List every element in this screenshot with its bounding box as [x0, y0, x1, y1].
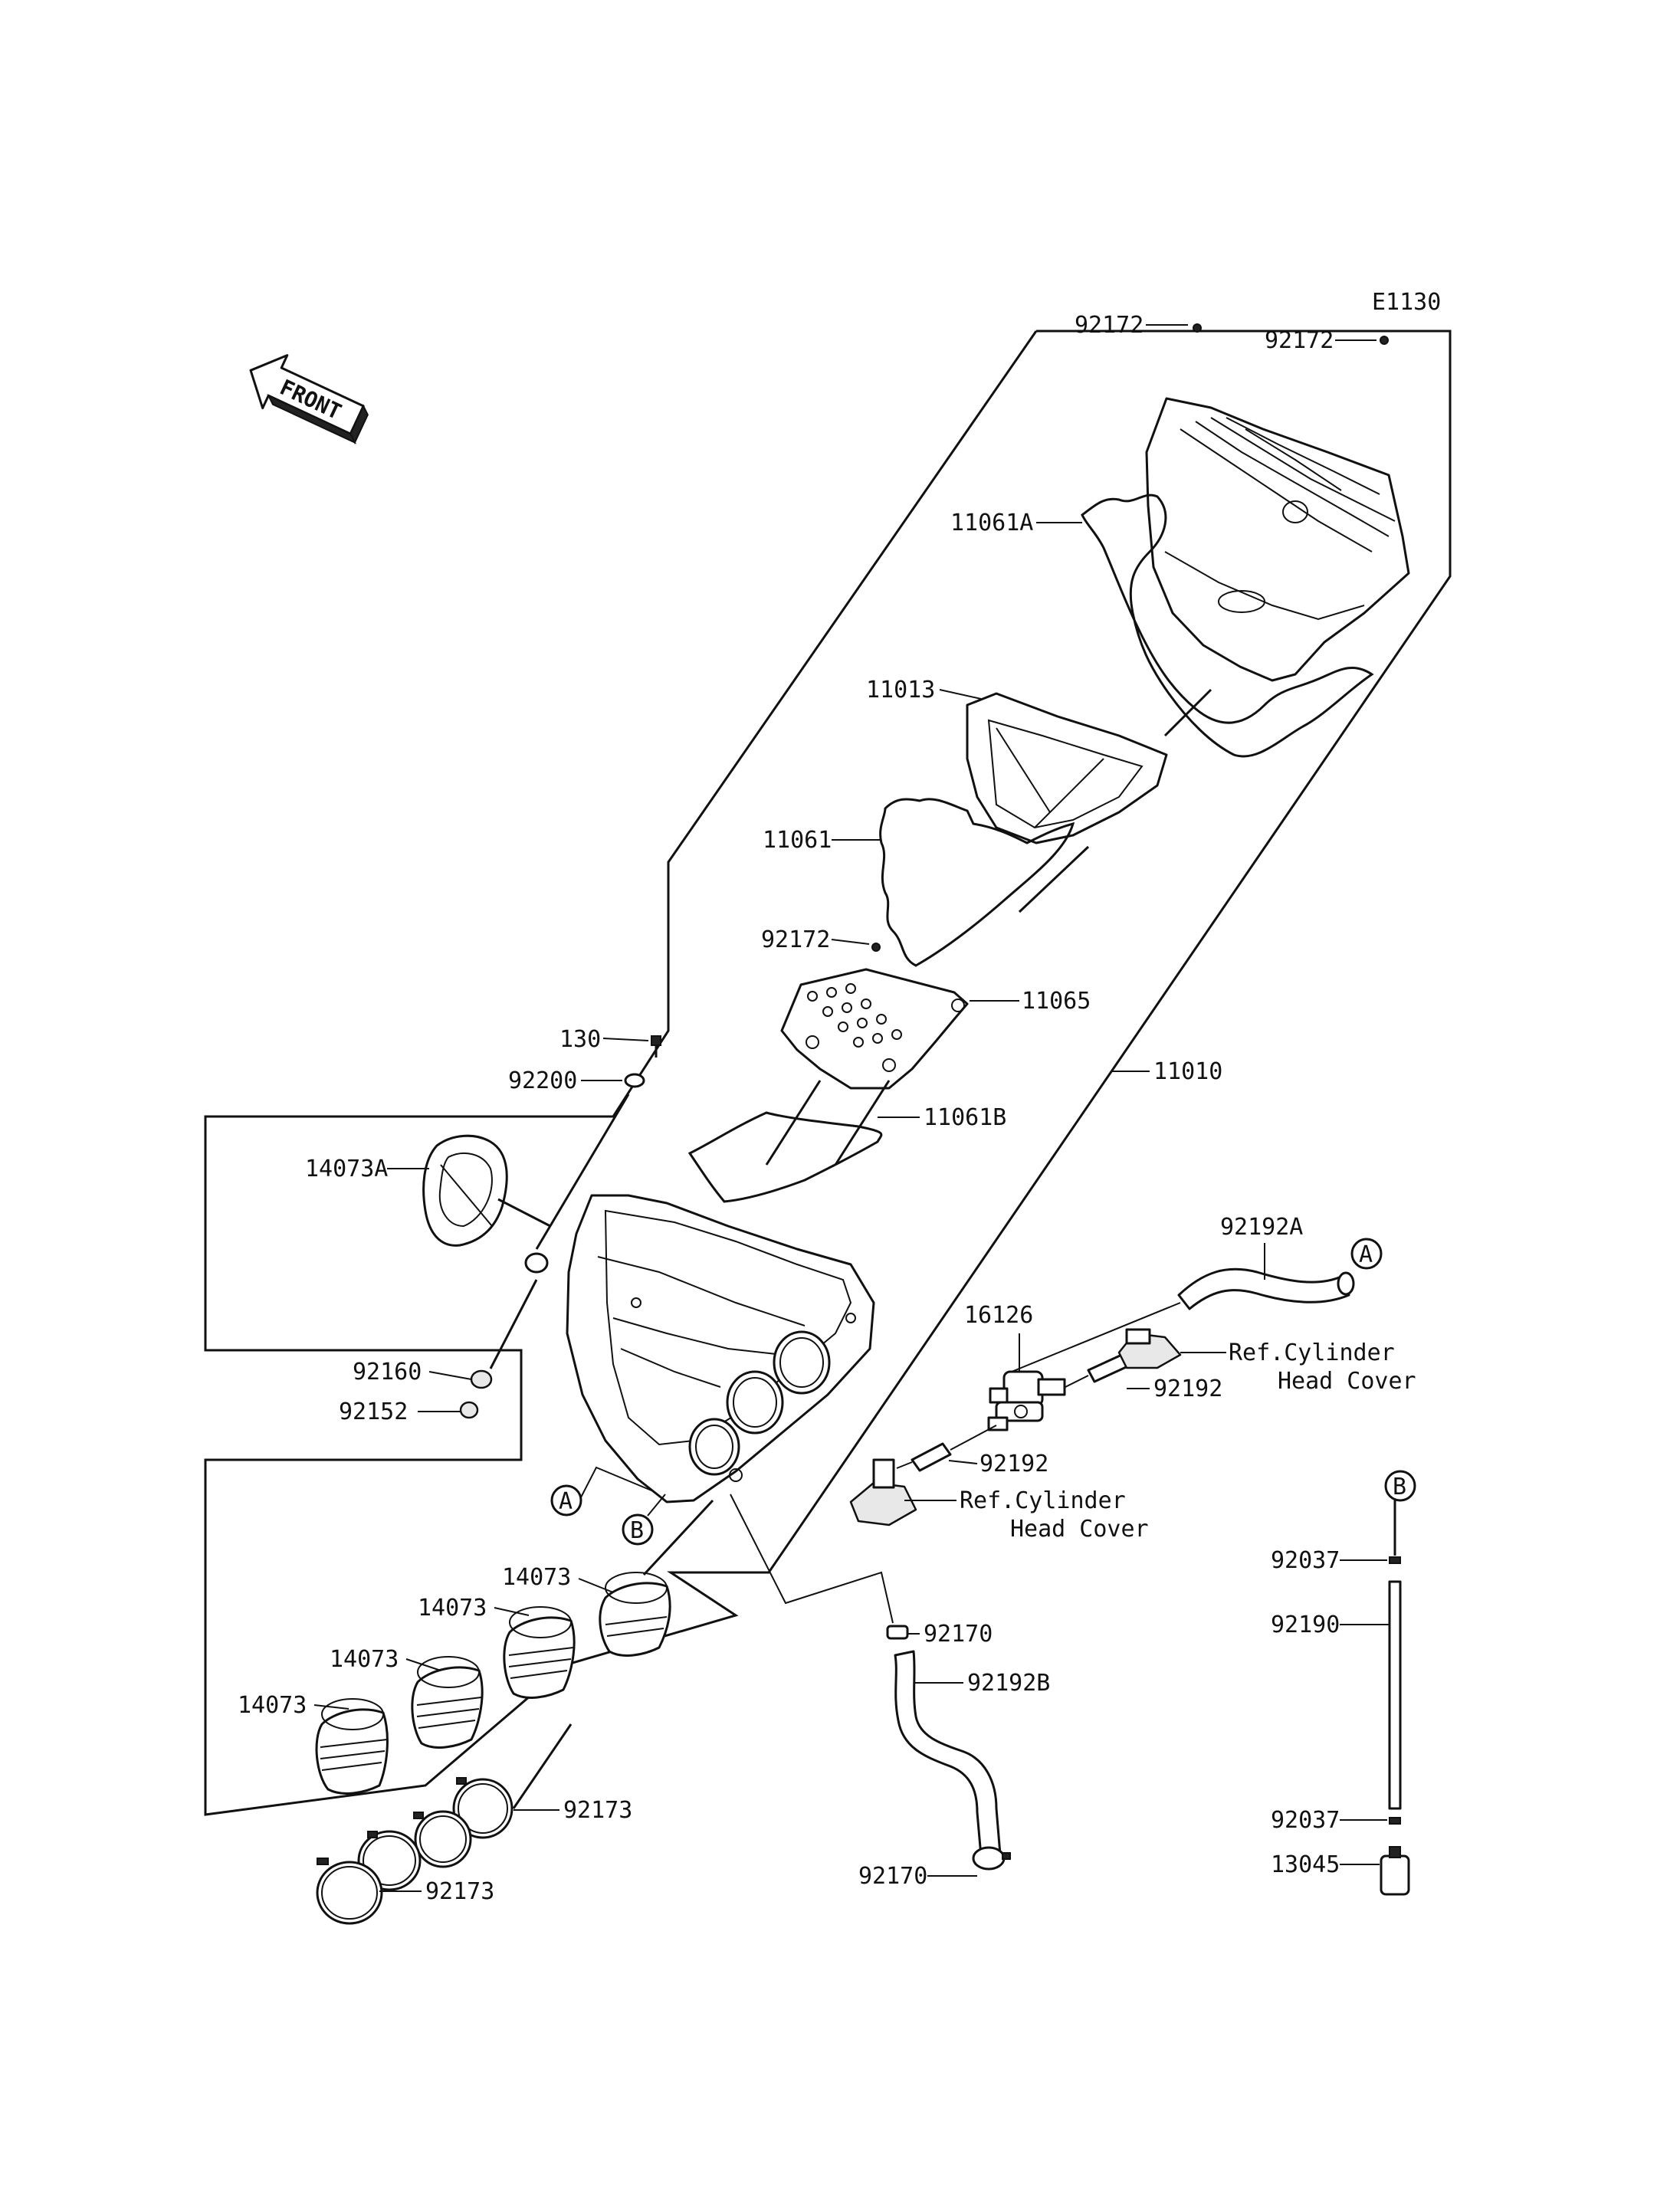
screw-92172-top-right — [1380, 336, 1389, 345]
duct-14073-4 — [315, 1698, 389, 1795]
clip-92170-lower — [972, 1846, 1011, 1871]
reference-labels: Ref.Cylinder Head Cover Ref.Cylinder Hea… — [960, 1340, 1416, 1543]
svg-text:B: B — [1393, 1474, 1406, 1500]
label-92170-lower: 92170 — [858, 1863, 927, 1890]
clamp-92173-upper-a — [452, 1777, 514, 1839]
label-92192a: 92192A — [1220, 1214, 1303, 1241]
clip-92037-upper — [1389, 1556, 1401, 1564]
label-92192-lower: 92192 — [979, 1451, 1048, 1477]
valve-16126 — [987, 1370, 1066, 1431]
clip-92170-upper — [886, 1625, 909, 1640]
callout-b-upper: B — [622, 1513, 654, 1546]
diagram-code: E1130 — [1372, 289, 1441, 316]
washer-92200 — [624, 1073, 645, 1088]
callout-b-tube-end: B — [1384, 1470, 1416, 1502]
gasket-11061b — [687, 1111, 883, 1203]
duct-14073a — [422, 1134, 508, 1247]
label-92160: 92160 — [353, 1359, 422, 1385]
label-14073-3: 14073 — [330, 1646, 399, 1673]
svg-text:A: A — [559, 1488, 573, 1515]
front-direction-arrow: FRONT — [249, 354, 369, 444]
gasket-11061 — [879, 798, 1075, 967]
bolt-130 — [651, 1035, 661, 1058]
callout-a-leader — [580, 1466, 652, 1498]
air-cleaner-housing-11010 — [524, 1194, 875, 1503]
label-11013: 11013 — [866, 677, 935, 703]
ref-upper-line1: Ref.Cylinder — [1229, 1340, 1395, 1366]
duct-14073-3 — [411, 1656, 484, 1749]
ref-lower-line1: Ref.Cylinder — [960, 1487, 1126, 1514]
svg-text:B: B — [630, 1517, 644, 1544]
clamp-92173-lower-b — [316, 1858, 383, 1925]
label-92170-upper: 92170 — [924, 1621, 993, 1648]
label-14073a: 14073A — [305, 1156, 388, 1182]
gasket-11061a — [1081, 494, 1374, 758]
label-92190: 92190 — [1271, 1612, 1340, 1638]
ref-cylinder-head-cover-lower-part — [849, 1458, 917, 1526]
plug-13045 — [1380, 1846, 1410, 1896]
screw-92172-top-left — [1193, 323, 1202, 333]
part-labels: 92172 92172 11061A 11013 11061 92172 110… — [238, 312, 1340, 1905]
label-11061b: 11061B — [924, 1104, 1006, 1131]
clamp-92173-upper-b — [413, 1810, 472, 1868]
label-92173-lower: 92173 — [425, 1878, 494, 1905]
label-11061a: 11061A — [950, 510, 1033, 536]
label-92192-upper: 92192 — [1153, 1376, 1222, 1402]
hose-92192-lower — [911, 1442, 952, 1472]
leader-lines — [313, 324, 1390, 1892]
callout-a-hose-end: A — [1350, 1238, 1383, 1270]
label-92200: 92200 — [508, 1067, 577, 1094]
svg-text:A: A — [1359, 1241, 1373, 1268]
duct-14073-2 — [503, 1606, 576, 1699]
hose-92192b — [894, 1650, 1002, 1858]
label-11061: 11061 — [763, 827, 832, 854]
upper-air-cleaner-cover — [1145, 397, 1410, 682]
duct-14073-1 — [599, 1572, 671, 1657]
label-11010: 11010 — [1153, 1058, 1222, 1085]
plate-11065 — [780, 968, 969, 1090]
label-14073-2: 14073 — [418, 1595, 487, 1622]
ref-cylinder-head-cover-upper-part — [1117, 1328, 1182, 1369]
label-130: 130 — [559, 1026, 601, 1053]
ref-lower-line2: Head Cover — [1010, 1516, 1149, 1543]
screw-92172-mid — [871, 943, 881, 952]
label-92192b: 92192B — [967, 1670, 1050, 1697]
ref-upper-line2: Head Cover — [1278, 1368, 1416, 1395]
label-92173-upper: 92173 — [563, 1797, 632, 1824]
label-14073-4: 14073 — [238, 1692, 307, 1719]
label-92037-upper: 92037 — [1271, 1547, 1340, 1574]
label-11065: 11065 — [1022, 988, 1091, 1015]
label-92172-top-right: 92172 — [1265, 327, 1334, 354]
label-92152: 92152 — [339, 1399, 408, 1425]
air-filter-element-11013 — [966, 692, 1168, 844]
label-16126: 16126 — [964, 1302, 1033, 1329]
grommet-92160 — [470, 1369, 493, 1389]
hose-92192a — [1177, 1267, 1350, 1310]
label-13045: 13045 — [1271, 1851, 1340, 1878]
label-92037-lower: 92037 — [1271, 1807, 1340, 1834]
assembly-outline — [204, 330, 1452, 1816]
label-92172-mid: 92172 — [761, 926, 830, 953]
collar-92152 — [459, 1401, 479, 1419]
callout-a-upper: A — [550, 1484, 582, 1517]
label-14073-1: 14073 — [502, 1564, 571, 1591]
clip-92037-lower — [1389, 1817, 1401, 1825]
tube-92190 — [1388, 1580, 1402, 1810]
label-92172-top-left: 92172 — [1075, 312, 1144, 339]
